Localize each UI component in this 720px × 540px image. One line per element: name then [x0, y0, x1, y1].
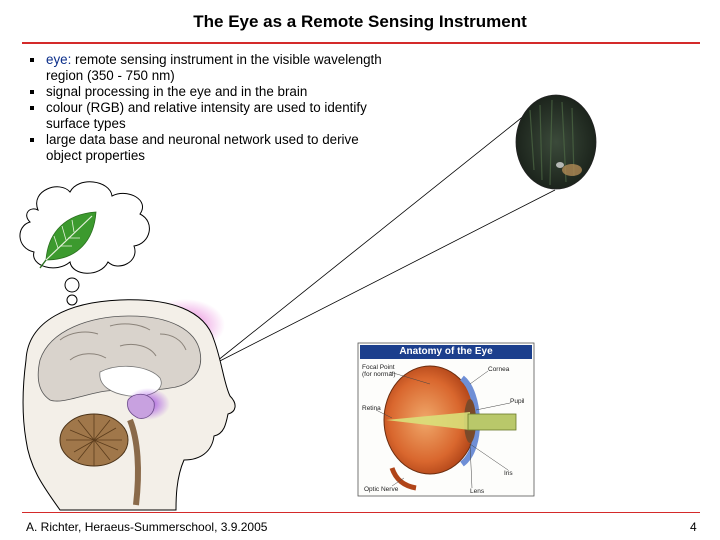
brain-illustration [22, 299, 236, 511]
eye-anatomy-diagram [357, 342, 535, 497]
label-lens: Lens [470, 488, 485, 495]
bullet-text: remote sensing instrument in the visible… [46, 52, 382, 83]
label-cornea: Cornea [488, 366, 510, 373]
bullet-item: colour (RGB) and relative intensity are … [28, 100, 388, 132]
anatomy-title: Anatomy of the Eye [360, 345, 532, 359]
footer-divider [22, 512, 700, 513]
title-divider [22, 42, 700, 44]
bullet-text: signal processing in the eye and in the … [46, 84, 308, 99]
bullet-list: eye: remote sensing instrument in the vi… [28, 52, 388, 164]
forest-scene-image [515, 94, 597, 190]
bullet-item: large data base and neuronal network use… [28, 132, 388, 164]
bullet-marker [30, 90, 34, 94]
sight-line-bottom [211, 189, 556, 366]
slide-title: The Eye as a Remote Sensing Instrument [193, 12, 527, 31]
bullet-text: large data base and neuronal network use… [46, 132, 359, 163]
footer-author: A. Richter, Heraeus-Summerschool, 3.9.20… [26, 520, 268, 534]
bullet-text: colour (RGB) and relative intensity are … [46, 100, 367, 131]
bullet-item: signal processing in the eye and in the … [28, 84, 388, 100]
page-number: 4 [690, 520, 697, 534]
bullet-keyword: eye: [46, 52, 72, 67]
bullet-marker [30, 58, 34, 62]
leaf-icon [39, 211, 97, 269]
label-pupil: Pupil [510, 398, 525, 405]
sight-line-top [211, 102, 541, 366]
bullet-marker [30, 106, 34, 110]
thought-bubble-icon [19, 181, 150, 315]
label-retina: Retina [362, 405, 381, 412]
label-iris: Iris [504, 470, 513, 477]
label-focal-point: Focal Point (for normal) [362, 364, 396, 378]
bullet-marker [30, 138, 34, 142]
label-optic-nerve: Optic Nerve [364, 486, 399, 493]
bullet-item: eye: remote sensing instrument in the vi… [28, 52, 388, 84]
